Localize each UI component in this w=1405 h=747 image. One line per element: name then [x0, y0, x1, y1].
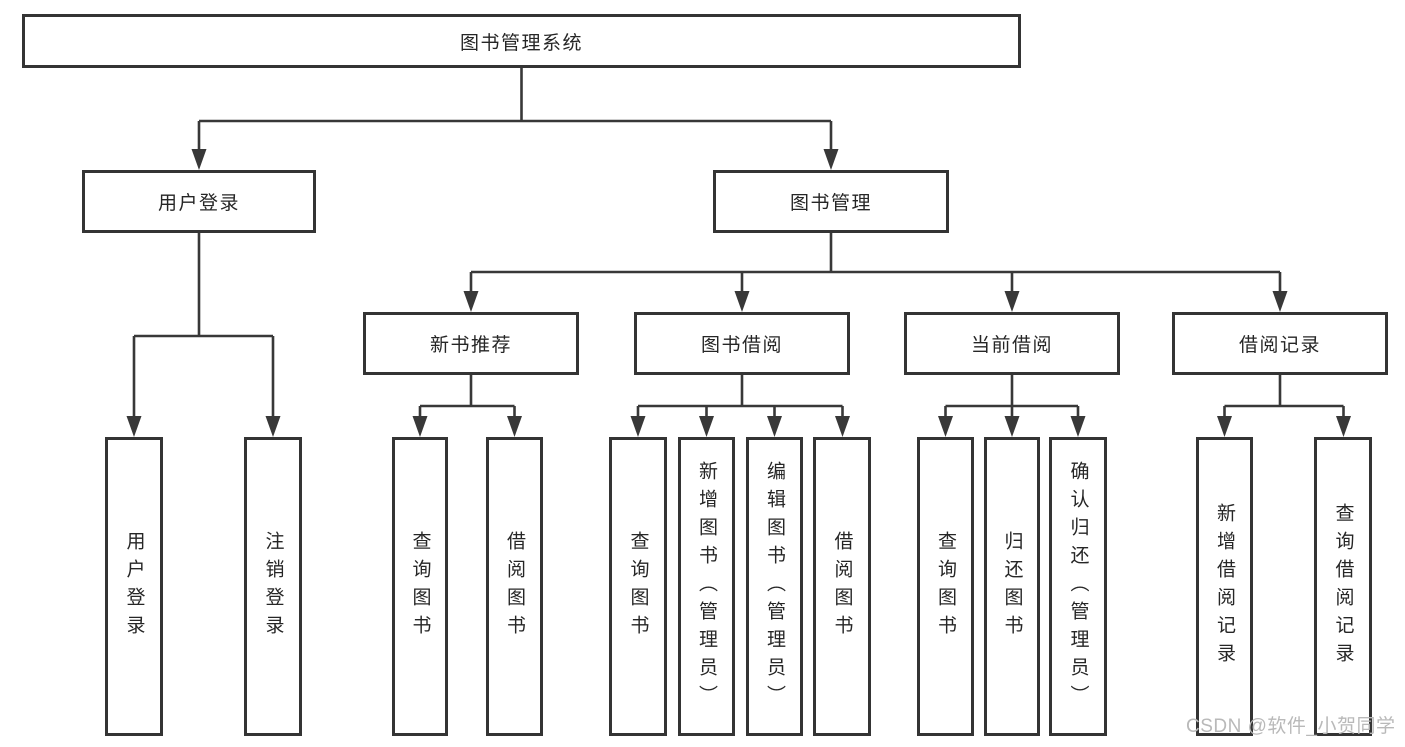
node-label: 查询图书	[935, 530, 956, 643]
node-label: 借阅记录	[1238, 335, 1321, 356]
connector-current-borrow-children	[938, 375, 1086, 437]
arrowhead-icon	[1217, 416, 1232, 437]
arrowhead-icon	[1004, 291, 1020, 312]
node-label: 当前借阅	[970, 335, 1053, 356]
arrowhead-icon	[191, 149, 207, 170]
leaf-query-books-borrow: 查询图书	[609, 437, 667, 736]
node-user-login: 用户登录	[82, 170, 316, 233]
node-label: 注销登录	[262, 530, 284, 643]
connector-borrow-record-children	[1217, 375, 1351, 437]
node-current-borrow: 当前借阅	[904, 312, 1120, 375]
node-book-borrow: 图书借阅	[634, 312, 850, 375]
connector-book-management-children	[463, 233, 1288, 312]
node-label: 新增图书（管理员）	[696, 460, 717, 713]
connector-book-borrow-children	[630, 375, 850, 437]
arrowhead-icon	[835, 416, 850, 437]
arrowhead-icon	[699, 416, 714, 437]
leaf-confirm-return-admin: 确认归还（管理员）	[1049, 437, 1107, 736]
leaf-edit-book-admin: 编辑图书（管理员）	[746, 437, 803, 736]
arrowhead-icon	[1004, 416, 1020, 437]
arrowhead-icon	[1272, 291, 1288, 312]
arrowhead-icon	[630, 416, 646, 437]
connector-new-book-children	[412, 375, 522, 437]
node-label: 归还图书	[1001, 530, 1023, 643]
leaf-return-book: 归还图书	[984, 437, 1040, 736]
leaf-borrow-books: 借阅图书	[813, 437, 871, 736]
csdn-watermark: CSDN @软件_小贺同学	[1186, 716, 1396, 737]
node-book-management: 图书管理	[713, 170, 949, 233]
leaf-query-books-current: 查询图书	[917, 437, 974, 736]
arrowhead-icon	[1336, 416, 1351, 437]
arrowhead-icon	[412, 416, 428, 437]
node-label: 图书借阅	[700, 335, 783, 356]
leaf-logout: 注销登录	[244, 437, 302, 736]
node-label: 新增借阅记录	[1214, 502, 1235, 671]
node-label: 图书管理	[789, 193, 872, 214]
leaf-query-borrow-record: 查询借阅记录	[1314, 437, 1372, 736]
node-label: 新书推荐	[429, 335, 512, 356]
arrowhead-icon	[507, 416, 522, 437]
arrowhead-icon	[1070, 416, 1086, 437]
node-label: 用户登录	[123, 530, 145, 643]
leaf-borrow-books-recommend: 借阅图书	[486, 437, 543, 736]
node-label: 查询借阅记录	[1332, 502, 1354, 671]
node-label: 借阅图书	[504, 530, 525, 643]
arrowhead-icon	[938, 416, 953, 437]
node-label: 借阅图书	[831, 530, 853, 643]
connector-user-login-children	[126, 233, 281, 437]
node-library-system: 图书管理系统	[22, 14, 1021, 68]
node-label: 确认归还（管理员）	[1067, 460, 1089, 713]
node-borrow-records: 借阅记录	[1172, 312, 1388, 375]
leaf-add-book-admin: 新增图书（管理员）	[678, 437, 735, 736]
node-label: 用户登录	[157, 193, 240, 214]
node-label: 编辑图书（管理员）	[764, 460, 785, 713]
leaf-user-login: 用户登录	[105, 437, 163, 736]
leaf-query-books-recommend: 查询图书	[392, 437, 448, 736]
arrowhead-icon	[126, 416, 142, 437]
arrowhead-icon	[463, 291, 479, 312]
arrowhead-icon	[767, 416, 782, 437]
connector-root-to-level2	[191, 68, 839, 170]
arrowhead-icon	[734, 291, 750, 312]
node-label: 查询图书	[409, 530, 431, 643]
arrowhead-icon	[265, 416, 281, 437]
node-new-book-recommend: 新书推荐	[363, 312, 579, 375]
node-label: 查询图书	[627, 530, 649, 643]
leaf-add-borrow-record: 新增借阅记录	[1196, 437, 1253, 736]
node-label: 图书管理系统	[459, 32, 583, 54]
arrowhead-icon	[823, 149, 839, 170]
